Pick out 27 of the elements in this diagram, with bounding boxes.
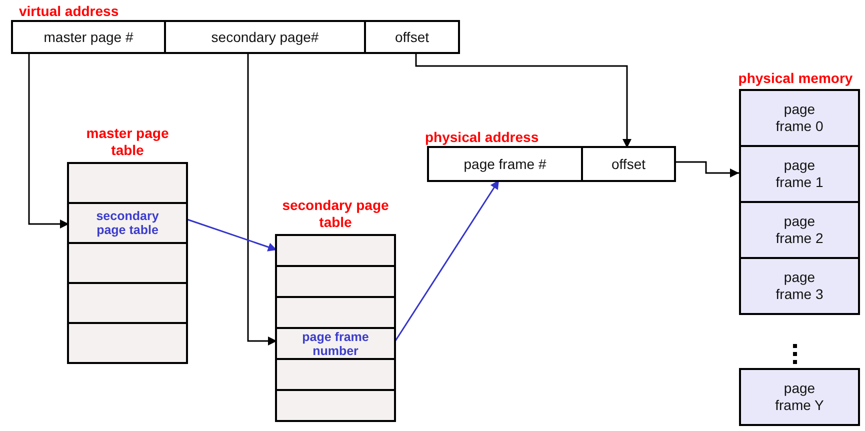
memory-frame (739, 368, 860, 426)
cell-text: page frame 1 (774, 157, 824, 191)
table-heading: secondary page table (281, 197, 390, 231)
arrow (28, 52, 69, 228)
cell-text: secondary page table (95, 209, 160, 237)
table-heading: physical address (425, 129, 540, 146)
cell-text: page frame # (464, 156, 546, 172)
cell-text: page frame Y (774, 380, 825, 414)
memory-frame (739, 257, 860, 315)
arrow (415, 52, 632, 148)
cell-text: secondary page# (211, 28, 319, 46)
table-heading: master page table (85, 125, 170, 159)
cell-text: offset (395, 28, 429, 46)
arrow (676, 161, 739, 178)
cell-text: page frame 3 (774, 269, 824, 303)
cell-text: page frame 0 (774, 101, 824, 135)
cell-text: offset (612, 156, 646, 172)
memory-frame (739, 89, 860, 147)
cell-text: page frame 2 (774, 213, 824, 247)
memory-frame (739, 201, 860, 259)
arrow (247, 52, 277, 346)
memory-frame (739, 145, 860, 203)
memory-heading: physical memory (737, 70, 854, 87)
table-entry (277, 327, 394, 358)
cell-text: master page # (44, 28, 134, 46)
cell-text: page frame number (301, 330, 370, 358)
table-heading: virtual address (19, 3, 120, 20)
